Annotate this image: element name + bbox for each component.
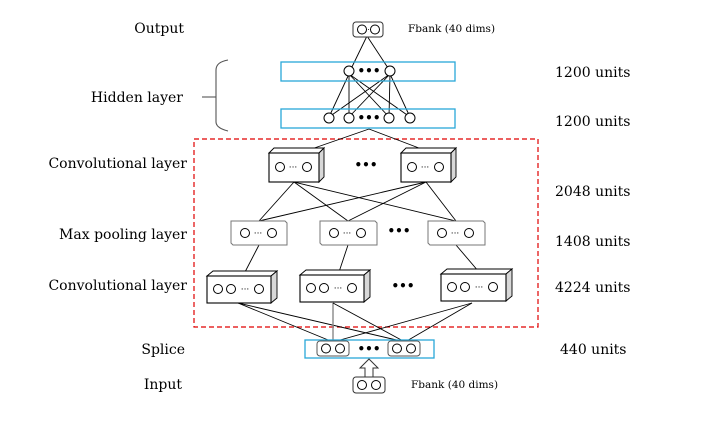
svg-text:···: ···: [343, 229, 352, 239]
hidden-layer-brace: [202, 59, 229, 132]
input-feature-label: Fbank (40 dims): [411, 379, 498, 391]
label-convolutional-layer-bottom: Convolutional layer: [48, 278, 187, 294]
hidden-layer-top-nodes: •••: [343, 64, 396, 78]
ellipsis: •••: [357, 111, 380, 125]
neuron: [343, 112, 355, 124]
neuron: [343, 65, 355, 77]
conv-bottom-feature-map-2: ···: [298, 269, 372, 303]
maxpool-map-1: ···: [230, 220, 288, 246]
conv-top-feature-map-2: ···: [399, 146, 458, 184]
neuron: [323, 112, 335, 124]
label-max-pooling-layer: Max pooling layer: [59, 227, 187, 243]
units-splice: 440 units: [560, 342, 627, 358]
output-feature-label: Fbank (40 dims): [408, 23, 495, 35]
wire: [366, 35, 391, 72]
ellipsis: •••: [354, 158, 377, 172]
svg-text:···: ···: [289, 163, 298, 173]
label-convolutional-layer-top: Convolutional layer: [48, 156, 187, 172]
maxpool-map-3: ···: [427, 220, 486, 246]
ellipsis: •••: [387, 224, 410, 238]
hidden-layer-bottom-nodes: •••: [323, 111, 416, 125]
hidden-layer-bottom-band: [280, 108, 456, 129]
neuron: [384, 65, 396, 77]
svg-text:···: ···: [334, 284, 343, 294]
output-fbank-node: [352, 21, 384, 38]
hidden-layer-top-band: [280, 61, 456, 82]
label-input: Input: [144, 377, 183, 393]
ellipsis: •••: [357, 342, 380, 356]
conv-top-feature-map-1: ···: [267, 146, 326, 184]
ellipsis: •••: [391, 279, 414, 293]
neuron: [404, 112, 416, 124]
svg-text:···: ···: [421, 163, 430, 173]
cnn-region-box: [193, 138, 539, 328]
units-maxpool: 1408 units: [555, 234, 630, 250]
conv-bottom-feature-map-3: ···: [439, 268, 514, 302]
units-conv-top: 2048 units: [555, 184, 630, 200]
svg-text:···: ···: [451, 229, 460, 239]
splice-frame-1: [316, 340, 350, 357]
units-conv-bottom: 4224 units: [555, 280, 630, 296]
label-hidden-layer: Hidden layer: [91, 90, 183, 106]
input-fbank-node: [352, 376, 386, 394]
units-hidden-top: 1200 units: [555, 65, 630, 81]
svg-text:···: ···: [254, 229, 263, 239]
up-arrow-icon: [358, 358, 380, 378]
wire: [349, 35, 368, 72]
conv-bottom-feature-map-1: ···: [205, 270, 279, 304]
splice-frame-2: [387, 340, 421, 357]
maxpool-map-2: ···: [319, 220, 378, 246]
label-splice: Splice: [141, 342, 185, 358]
svg-text:···: ···: [475, 283, 484, 293]
units-hidden-bottom: 1200 units: [555, 114, 630, 130]
ellipsis: •••: [357, 64, 380, 78]
svg-text:···: ···: [241, 285, 250, 295]
neuron: [383, 112, 395, 124]
label-output: Output: [134, 21, 184, 37]
splice-band: [304, 339, 435, 359]
